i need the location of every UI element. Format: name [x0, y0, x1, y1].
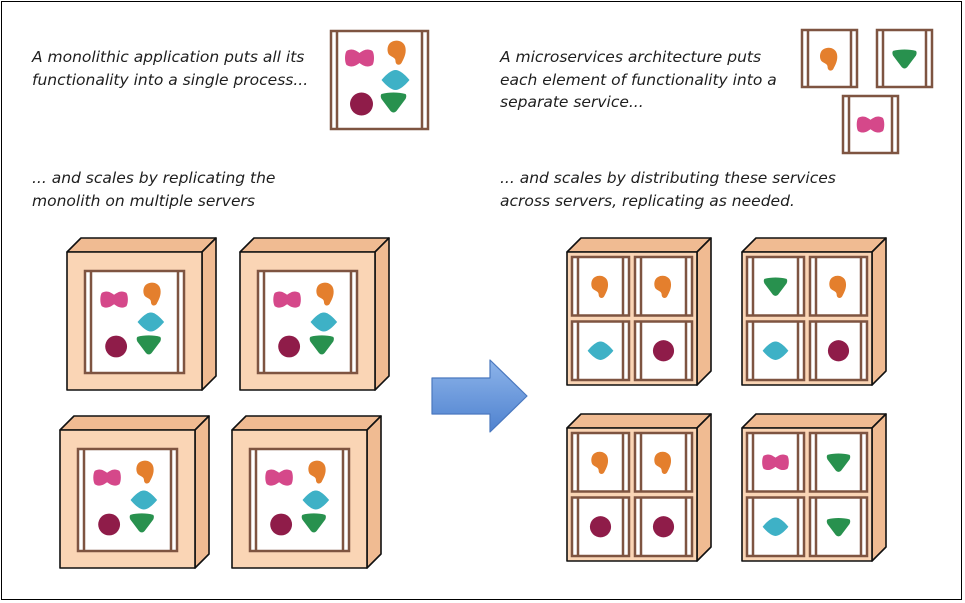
circle-icon	[105, 335, 128, 358]
caption-line: functionality into a single process...	[32, 70, 309, 89]
circle-icon	[652, 340, 675, 362]
microservice-process	[808, 255, 869, 317]
blob-icon	[654, 275, 672, 298]
circle-icon	[278, 335, 301, 358]
triangle-icon	[826, 518, 851, 537]
microservice-process	[800, 28, 859, 89]
microservice-process	[745, 431, 806, 493]
microservice-process	[570, 320, 631, 382]
microservice-process	[841, 94, 900, 155]
microservice-process	[808, 496, 869, 558]
microservice-process	[633, 320, 694, 382]
blob-icon	[387, 40, 406, 65]
caption-line: separate service...	[500, 93, 644, 111]
monolith-process	[329, 29, 430, 131]
triangle-icon	[301, 513, 326, 533]
caption-micro-intro: A microservices architecture puts each e…	[500, 46, 777, 114]
blob-icon	[829, 275, 847, 298]
server-box	[66, 237, 217, 391]
triangle-icon	[136, 335, 161, 355]
diamond-icon	[302, 490, 330, 510]
microservice-process	[745, 320, 806, 382]
bowtie-blob-icon	[762, 454, 789, 471]
bowtie-blob-icon	[265, 469, 293, 486]
right-arrow-icon	[431, 359, 528, 433]
microservice-process	[808, 431, 869, 493]
blob-icon	[308, 460, 326, 484]
diamond-icon	[310, 312, 338, 332]
diamond-icon	[762, 517, 789, 536]
microservice-process	[633, 255, 694, 317]
circle-icon	[652, 516, 675, 538]
monolith-process	[76, 447, 179, 553]
caption-line: A monolithic application puts all its	[32, 48, 305, 66]
microservice-process	[633, 431, 694, 493]
server-box	[566, 413, 712, 562]
microservice-process	[570, 255, 631, 317]
bowtie-blob-icon	[273, 291, 301, 308]
caption-monolith-intro: A monolithic application puts all its fu…	[32, 46, 308, 91]
server-box	[59, 415, 210, 569]
microservice-process	[570, 496, 631, 558]
microservice-process	[875, 28, 934, 89]
triangle-icon	[380, 92, 407, 113]
blob-icon	[654, 451, 672, 474]
blob-icon	[136, 460, 154, 484]
blob-icon	[591, 275, 609, 298]
microservice-process	[745, 496, 806, 558]
server-box	[566, 237, 712, 386]
diamond-icon	[587, 341, 614, 360]
bowtie-blob-icon	[856, 116, 885, 133]
triangle-icon	[763, 277, 788, 296]
bowtie-blob-icon	[345, 49, 374, 67]
caption-line: A microservices architecture puts	[500, 48, 762, 66]
circle-icon	[98, 513, 121, 536]
caption-line: each element of functionality into a	[500, 70, 777, 89]
triangle-icon	[826, 453, 851, 472]
server-box	[231, 415, 382, 569]
monolith-process	[83, 269, 186, 375]
blob-icon	[316, 282, 334, 306]
caption-monolith-scale: ... and scales by replicating the monoli…	[32, 167, 275, 212]
diamond-icon	[130, 490, 158, 510]
triangle-icon	[309, 335, 334, 355]
monolith-process	[256, 269, 359, 375]
diamond-icon	[762, 341, 789, 360]
microservice-process	[633, 496, 694, 558]
blob-icon	[143, 282, 161, 306]
diamond-icon	[137, 312, 165, 332]
blob-icon	[591, 451, 609, 474]
triangle-icon	[129, 513, 154, 533]
caption-line: across servers, replicating as needed.	[500, 191, 795, 210]
triangle-icon	[892, 49, 917, 69]
microservice-process	[745, 255, 806, 317]
microservice-process	[808, 320, 869, 382]
circle-icon	[589, 516, 612, 538]
diamond-icon	[381, 70, 410, 90]
server-box	[239, 237, 390, 391]
caption-line: ... and scales by distributing these ser…	[500, 169, 836, 187]
microservice-process	[570, 431, 631, 493]
server-box	[741, 413, 887, 562]
caption-line: monolith on multiple servers	[32, 191, 255, 210]
circle-icon	[350, 92, 373, 116]
monolith-process	[248, 447, 351, 553]
bowtie-blob-icon	[93, 469, 121, 486]
server-box	[741, 237, 887, 386]
circle-icon	[827, 340, 850, 362]
bowtie-blob-icon	[100, 291, 128, 308]
caption-line: ... and scales by replicating the	[32, 169, 276, 187]
blob-icon	[820, 47, 838, 71]
caption-micro-scale: ... and scales by distributing these ser…	[500, 167, 836, 212]
circle-icon	[270, 513, 293, 536]
